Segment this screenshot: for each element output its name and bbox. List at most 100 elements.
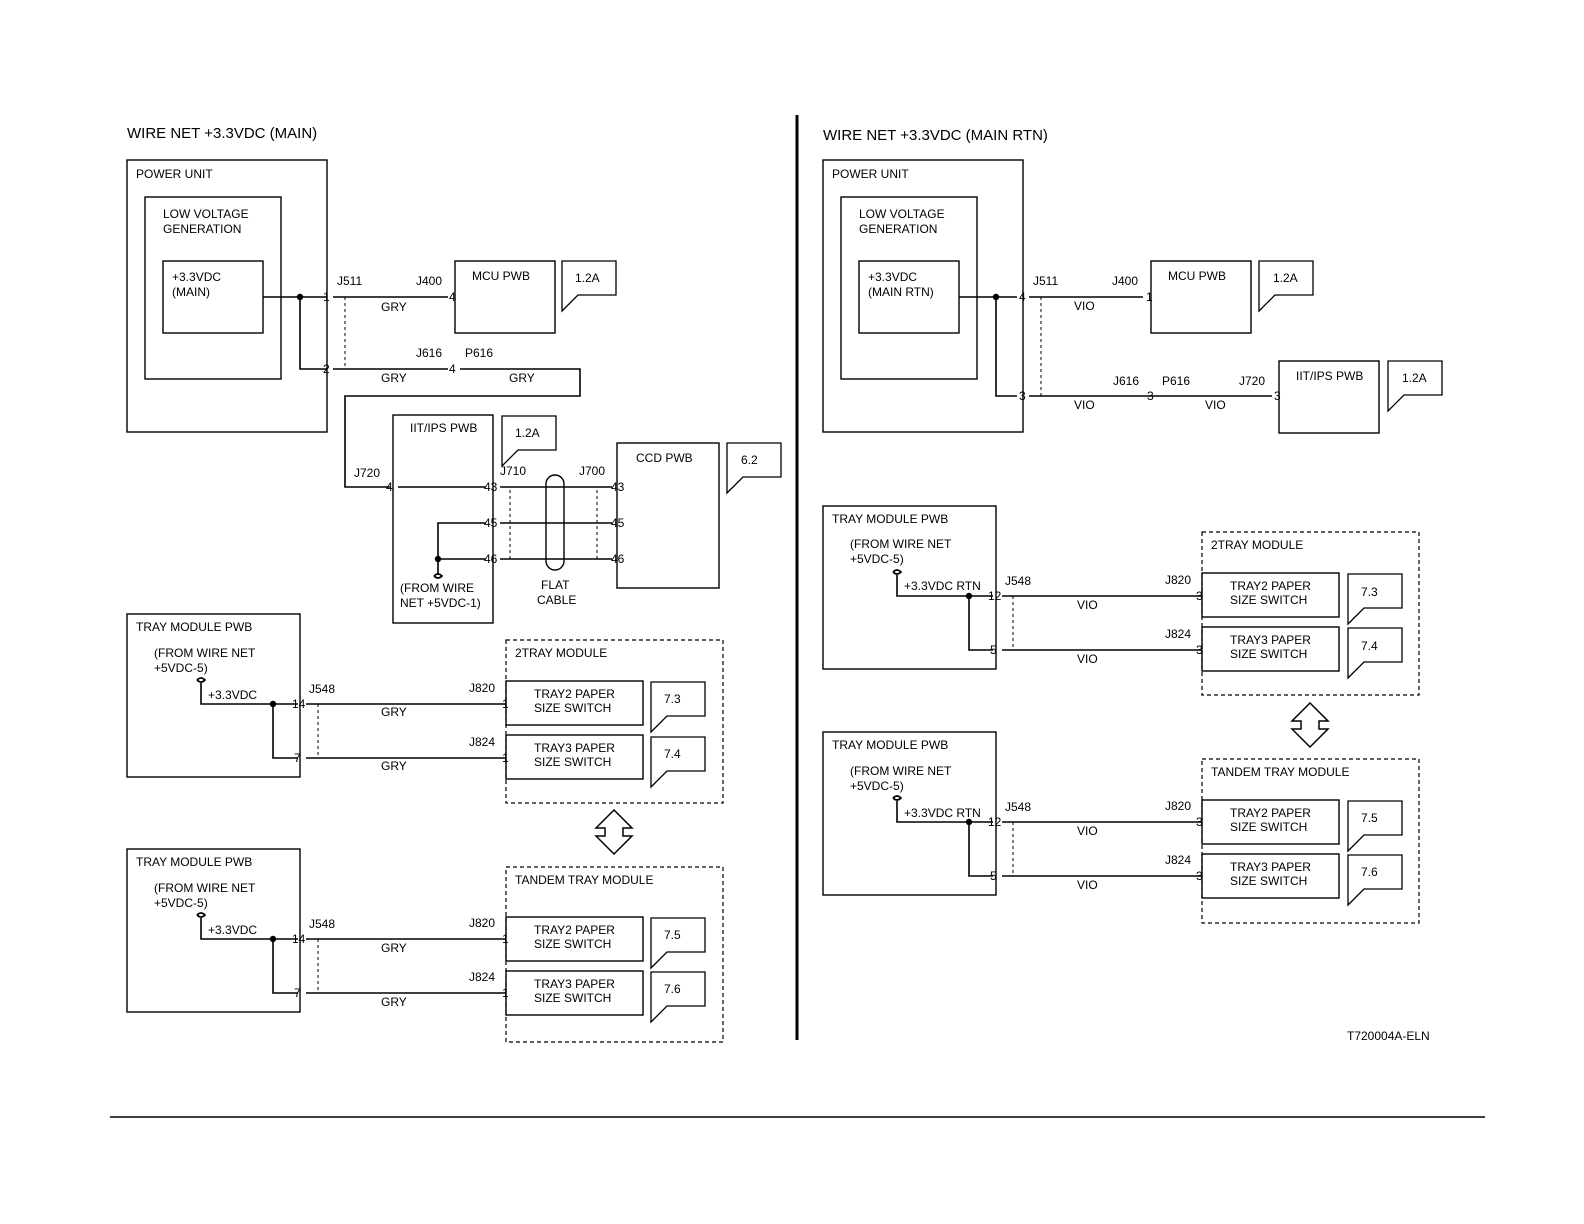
from-net-line2: NET +5VDC-1) — [400, 596, 481, 610]
tray-module-label: TANDEM TRAY MODULE — [1211, 765, 1349, 779]
junction-dot — [992, 293, 1000, 301]
iit-ips-pwb-label: IIT/IPS PWB — [1296, 369, 1363, 383]
j824-pin: 3 — [1196, 643, 1203, 657]
tray2-switch-box — [505, 680, 644, 726]
junction-dot — [965, 818, 973, 826]
lvg-label-line1: LOW VOLTAGE — [859, 207, 945, 221]
alternate-config-arrow — [1291, 702, 1329, 748]
j511-pin-2: 2 — [323, 362, 330, 376]
drawing-id: T720004A-ELN — [1347, 1029, 1430, 1043]
mcu-pwb-label: MCU PWB — [472, 269, 530, 283]
mcu-ref: 1.2A — [575, 271, 600, 285]
j548-pin-b: 7 — [294, 751, 301, 765]
wire-color-a: VIO — [1077, 598, 1098, 612]
power-unit-label: POWER UNIT — [136, 167, 213, 181]
left-panel: WIRE NET +3.3VDC (MAIN) POWER UNIT LOW V… — [126, 125, 782, 1043]
j710-pin-46: 46 — [484, 552, 498, 566]
source-wire — [959, 296, 1017, 397]
j511-pin-4: 4 — [1019, 290, 1026, 304]
wire-color-vio-a: VIO — [1074, 299, 1095, 313]
j710-pin-45: 45 — [484, 516, 498, 530]
mcu-ref-flag — [1258, 260, 1314, 312]
wire-color-a: GRY — [381, 941, 407, 955]
tray2-switch-box — [505, 916, 644, 962]
tray-module-label: TANDEM TRAY MODULE — [515, 873, 653, 887]
j548-label: J548 — [1005, 800, 1031, 814]
tray3-ref: 7.6 — [1361, 865, 1378, 879]
left-tray-group-2: TRAY MODULE PWB (FROM WIRE NET +5VDC-5) … — [126, 848, 724, 1043]
tray-module-pwb-box — [822, 731, 997, 896]
iit-ref: 1.2A — [515, 426, 540, 440]
mcu-pwb-label: MCU PWB — [1168, 269, 1226, 283]
tray3-switch-box — [1201, 626, 1340, 672]
tray-module-dashed-box — [1201, 531, 1420, 696]
iit-ips-pwb-box — [1278, 360, 1380, 434]
j548-pin-a: 14 — [292, 697, 306, 711]
j700-label: J700 — [579, 464, 605, 478]
tray3-switch-line2: SIZE SWITCH — [534, 755, 611, 769]
lvg-label-line1: LOW VOLTAGE — [163, 207, 249, 221]
ref-flag — [1347, 854, 1403, 906]
ccd-pwb-label: CCD PWB — [636, 451, 693, 465]
tray3-switch-box — [505, 970, 644, 1016]
tray-source-wiring — [196, 912, 298, 994]
tray-source-label: +3.3VDC RTN — [904, 579, 981, 593]
j720-pin-4: 4 — [386, 480, 393, 494]
iit-ref-flag — [1387, 360, 1443, 412]
j548-label: J548 — [309, 917, 335, 931]
ccd-ref-flag — [726, 442, 782, 494]
tray-module-pwb-label: TRAY MODULE PWB — [136, 620, 252, 634]
wire-color-gry-a: GRY — [381, 300, 407, 314]
ref-flag — [1347, 800, 1403, 852]
tray2-switch-line2: SIZE SWITCH — [534, 701, 611, 715]
j820-label: J820 — [469, 916, 495, 930]
j511-pin-1: 1 — [323, 290, 330, 304]
tray2-switch-line1: TRAY2 PAPER — [1230, 806, 1311, 820]
junction-dot — [269, 935, 277, 943]
from-net-line2: +5VDC-5) — [154, 896, 208, 910]
tray2-switch-line2: SIZE SWITCH — [1230, 593, 1307, 607]
tray-module-dashed-box — [505, 639, 724, 804]
tray3-switch-line2: SIZE SWITCH — [534, 991, 611, 1005]
right-panel: WIRE NET +3.3VDC (MAIN RTN) POWER UNIT L… — [822, 127, 1443, 1043]
j700-pin-46: 46 — [611, 552, 625, 566]
from-net-line1: (FROM WIRE NET — [154, 646, 256, 660]
tray-module-label: 2TRAY MODULE — [515, 646, 607, 660]
power-unit-label: POWER UNIT — [832, 167, 909, 181]
j820-label: J820 — [469, 681, 495, 695]
right-panel-title: WIRE NET +3.3VDC (MAIN RTN) — [823, 127, 1048, 144]
j700-pin-43: 43 — [611, 480, 625, 494]
tray3-switch-line1: TRAY3 PAPER — [534, 977, 615, 991]
wire-color-b: GRY — [381, 995, 407, 1009]
tray3-ref: 7.6 — [664, 982, 681, 996]
wire-color-a: VIO — [1077, 824, 1098, 838]
tray3-switch-line1: TRAY3 PAPER — [1230, 633, 1311, 647]
tray2-ref: 7.5 — [664, 928, 681, 942]
junction-dot — [965, 592, 973, 600]
tray-module-pwb-box — [822, 505, 997, 670]
j824-label: J824 — [1165, 853, 1191, 867]
wire-color-b: VIO — [1077, 878, 1098, 892]
flat-cable-shield — [509, 486, 598, 560]
tray2-switch-line1: TRAY2 PAPER — [534, 923, 615, 937]
j400-pin-4: 4 — [449, 290, 456, 304]
tray-source-label: +3.3VDC RTN — [904, 806, 981, 820]
tray2-ref: 7.5 — [1361, 811, 1378, 825]
tray2-ref: 7.3 — [664, 692, 681, 706]
from-net-line1: (FROM WIRE NET — [154, 881, 256, 895]
j400-pin-1: 1 — [1146, 290, 1153, 304]
from-net-line1: (FROM WIRE — [400, 581, 474, 595]
iit-ref-flag — [501, 415, 557, 467]
tray2-switch-box — [1201, 799, 1340, 845]
j820-pin: 3 — [1196, 815, 1203, 829]
ref-flag — [650, 971, 706, 1023]
tray3-ref: 7.4 — [664, 747, 681, 761]
j548-pin-b: 5 — [990, 869, 997, 883]
j616-pin-4: 4 — [449, 362, 456, 376]
from-net-line1: (FROM WIRE NET — [850, 764, 952, 778]
wire-color-b: GRY — [381, 759, 407, 773]
right-tray-group-2: TRAY MODULE PWB (FROM WIRE NET +5VDC-5) … — [822, 731, 1420, 924]
j820-label: J820 — [1165, 799, 1191, 813]
